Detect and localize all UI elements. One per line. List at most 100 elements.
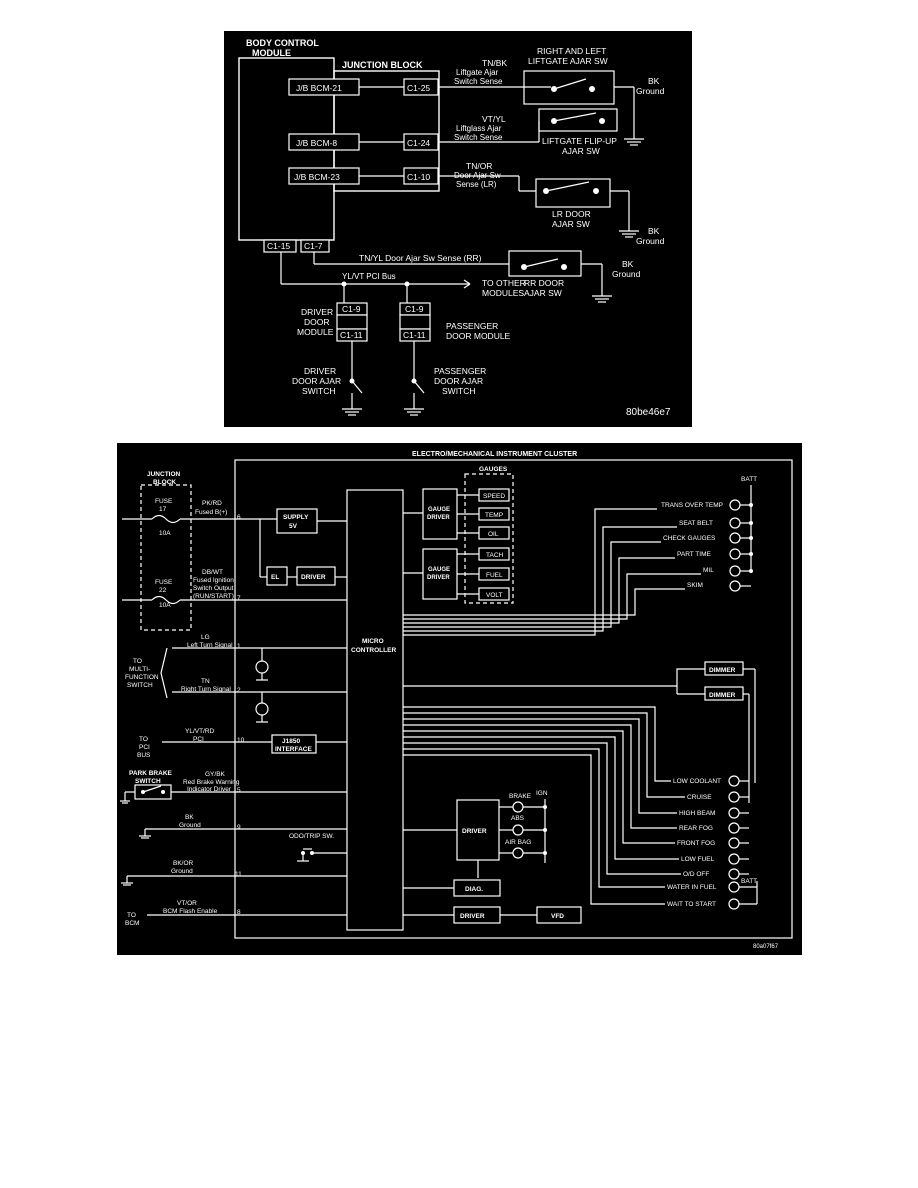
wire4-label: TN/YL Door Ajar Sw Sense (RR) [359, 253, 482, 263]
indicator-rear-fog: REAR FOG [679, 822, 740, 834]
indicator-low-coolant: LOW COOLANT [673, 775, 740, 787]
ign-label: IGN [536, 790, 548, 797]
switch4-label-b: AJAR SW [524, 288, 562, 298]
indicator-water-in-fuel: WATER IN FUEL [667, 881, 740, 893]
switch4-label-a: RR DOOR [524, 278, 564, 288]
svg-text:WAIT TO START: WAIT TO START [667, 901, 716, 908]
odo-trip-label: ODO/TRIP SW. [289, 833, 334, 840]
svg-text:TEMP: TEMP [485, 512, 503, 519]
conn-c1-25-label: C1-25 [407, 83, 430, 93]
to-pci-2: PCI [139, 744, 150, 751]
batt-bottom: BATT [741, 878, 757, 885]
pass-switch-c: SWITCH [442, 386, 476, 396]
svg-text:SPEED: SPEED [483, 493, 505, 500]
driver-module-b: DOOR [304, 317, 330, 327]
to-mf-4: SWITCH [127, 682, 153, 689]
junction-block [140, 484, 192, 631]
j1850-b: INTERFACE [275, 746, 313, 753]
gauge-driver-1-b: DRIVER [427, 515, 450, 521]
wire-pkrd: PK/RD [202, 500, 222, 507]
svg-text:REAR FOG: REAR FOG [679, 825, 713, 832]
top-diagram-code: 80be46e7 [626, 407, 671, 418]
vfd-label: VFD [551, 913, 564, 920]
wire-pkrd-desc: Fused B(+) [195, 509, 227, 516]
pin-9: 9 [237, 824, 241, 831]
diag-label: DIAG. [465, 886, 483, 893]
to-pci-1: TO [139, 736, 148, 743]
svg-text:TACH: TACH [486, 552, 504, 559]
wire-vtor: VT/OR [177, 900, 197, 907]
gauges-group [464, 473, 514, 604]
gnd1-b: Ground [636, 86, 665, 96]
fuse17-amp: 10A [159, 530, 171, 537]
wire3-desc-a: Door Ajar Sw [454, 171, 501, 180]
el-driver-box [296, 566, 336, 586]
pin-6: 6 [237, 514, 241, 521]
jb-label-b: BLOCK [153, 479, 176, 486]
wire-tn-desc: Right Turn Signal [181, 686, 231, 693]
switch1-label-b: LIFTGATE AJAR SW [528, 56, 608, 66]
svg-text:O/D OFF: O/D OFF [683, 871, 709, 878]
indicator-low-fuel: LOW FUEL [681, 853, 740, 865]
svg-text:PART TIME: PART TIME [677, 551, 711, 558]
wire3-color: TN/OR [466, 161, 492, 171]
svg-text:SKIM: SKIM [687, 582, 703, 589]
svg-text:ABS: ABS [511, 815, 525, 822]
jb-bcm23-label: J/B BCM-23 [294, 172, 340, 182]
pin-7: 7 [237, 595, 241, 602]
warning-driver-label: DRIVER [462, 828, 487, 835]
wire-dbwt-2: Switch Output [193, 585, 234, 592]
switch3-label-b: AJAR SW [552, 219, 590, 229]
fuse22-label: FUSE [155, 579, 173, 586]
svg-text:AIR BAG: AIR BAG [505, 839, 531, 846]
indicator-high-beam: HIGH BEAM [679, 807, 740, 819]
wire-bkor: BK/OR [173, 860, 194, 867]
gauge-driver-2 [422, 548, 458, 600]
pin-8: 8 [237, 909, 241, 916]
to-mf-1: TO [133, 658, 142, 665]
door-ajar-schematic: BODY CONTROL MODULE JUNCTION BLOCK J/B B… [238, 38, 671, 418]
driver-c1-11-label: C1-11 [340, 330, 363, 340]
indicator-brake: BRAKE [509, 793, 532, 813]
driver-module-a: DRIVER [301, 307, 333, 317]
gauge-driver-1-a: GAUGE [428, 507, 450, 513]
wire1-color: TN/BK [482, 58, 507, 68]
switch2-label-b: AJAR SW [562, 146, 600, 156]
switch2-label-a: LIFTGATE FLIP-UP [542, 136, 617, 146]
indicator-wait-to-start: WAIT TO START [667, 898, 740, 910]
conn-c1-15-label: C1-15 [267, 241, 290, 251]
wire-gybk: GY/BK [205, 771, 226, 778]
driver-switch-c: SWITCH [302, 386, 336, 396]
gnd3-b: Ground [636, 236, 665, 246]
supply-b: 5V [289, 523, 298, 530]
conn-c1-24-label: C1-24 [407, 138, 430, 148]
supply-5v-box [276, 508, 318, 534]
wire-lg-desc: Left Turn Signal [187, 642, 233, 649]
svg-text:SEAT BELT: SEAT BELT [679, 520, 713, 527]
pass-module-b: DOOR MODULE [446, 331, 511, 341]
el-driver-label: DRIVER [301, 574, 326, 581]
other-modules-a: TO OTHER [482, 278, 526, 288]
to-bcm-1: TO [127, 912, 136, 919]
jb-label-a: JUNCTION [147, 471, 181, 478]
pass-c1-11-label: C1-11 [403, 330, 426, 340]
cluster-title: ELECTRO/MECHANICAL INSTRUMENT CLUSTER [412, 451, 577, 458]
junction-block-box [333, 70, 440, 192]
vfd-driver-label: DRIVER [460, 913, 485, 920]
svg-text:HIGH BEAM: HIGH BEAM [679, 810, 715, 817]
pin-1: 1 [237, 643, 241, 650]
micro-controller [346, 489, 404, 931]
park-brake-switch [134, 784, 172, 800]
indicator-seat-belt: SEAT BELT [679, 517, 741, 529]
gauges-label: GAUGES [479, 466, 508, 473]
conn-c1-7 [300, 239, 330, 253]
to-mf-3: FUNCTION [125, 674, 159, 681]
indicator-air-bag: AIR BAG [505, 839, 531, 859]
vfd-box [536, 906, 582, 924]
pass-conn-c1-11 [399, 328, 431, 342]
gauge-driver-2-a: GAUGE [428, 567, 450, 573]
driver-module-c: MODULE [297, 327, 334, 337]
conn-c1-7-label: C1-7 [304, 241, 323, 251]
gnd3-a: BK [648, 226, 660, 236]
wire2-desc-b: Switch Sense [454, 133, 503, 142]
